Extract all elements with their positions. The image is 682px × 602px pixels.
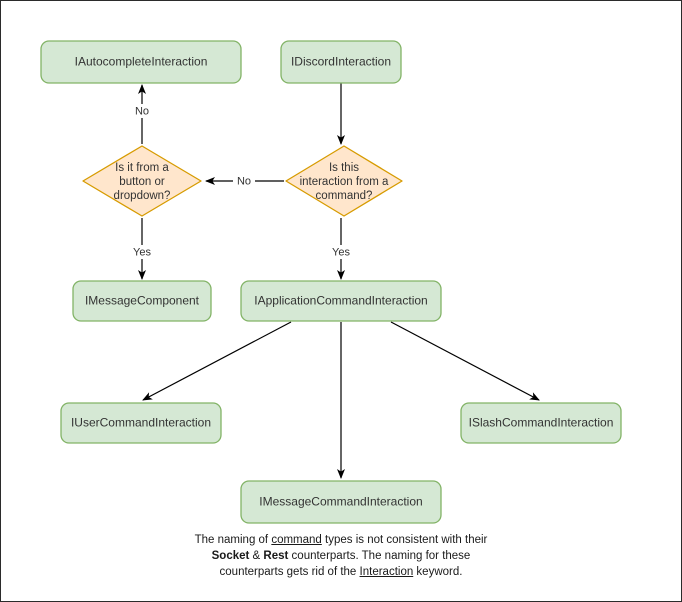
flow-node-slash_command[interactable]: ISlashCommandInteraction bbox=[460, 402, 622, 444]
node-label: ISlashCommandInteraction bbox=[469, 416, 614, 430]
process-box[interactable] bbox=[460, 402, 622, 444]
decision-diamond[interactable] bbox=[82, 145, 202, 217]
process-box[interactable] bbox=[60, 402, 222, 444]
caption-ampersand: & bbox=[249, 550, 264, 562]
flow-node-app_command[interactable]: IApplicationCommandInteraction bbox=[240, 280, 442, 322]
process-box[interactable] bbox=[72, 280, 212, 322]
caption-line1-part2: types is not consistent with their bbox=[321, 534, 488, 546]
caption-line-1: The naming of command types is not consi… bbox=[1, 532, 681, 548]
edge-label: Yes bbox=[332, 246, 350, 258]
caption-bold-rest: Rest bbox=[263, 550, 289, 562]
decision-label-line: button or bbox=[119, 176, 165, 188]
edge-label: No bbox=[135, 105, 149, 117]
node-label: IAutocompleteInteraction bbox=[75, 55, 208, 69]
edge-label-bg bbox=[131, 245, 153, 259]
caption-line-3: counterparts gets rid of the Interaction… bbox=[1, 564, 681, 580]
flow-node-decision_command[interactable]: Is this interaction from a command? bbox=[285, 145, 403, 217]
edge-label-bg bbox=[131, 104, 153, 118]
flow-node-message_component[interactable]: IMessageComponent bbox=[72, 280, 212, 322]
node-label: IDiscordInteraction bbox=[291, 55, 391, 69]
node-label: IMessageComponent bbox=[85, 294, 200, 308]
caption-bold-socket: Socket bbox=[211, 550, 250, 562]
caption-line-2: Socket & Rest counterparts. The naming f… bbox=[1, 548, 681, 564]
decision-label-line: dropdown? bbox=[114, 190, 171, 202]
process-box[interactable] bbox=[280, 40, 402, 84]
caption-line3-part2: keyword. bbox=[413, 566, 463, 578]
node-label: IApplicationCommandInteraction bbox=[254, 294, 427, 308]
edge-line bbox=[142, 321, 292, 401]
caption-underline-command: command bbox=[271, 534, 322, 546]
diagram-caption: The naming of command types is not consi… bbox=[1, 532, 681, 580]
process-box[interactable] bbox=[40, 40, 242, 84]
edge-line bbox=[390, 321, 540, 401]
flow-node-autocomplete[interactable]: IAutocompleteInteraction bbox=[40, 40, 242, 84]
caption-line1-part1: The naming of bbox=[194, 534, 272, 546]
flow-edge: No bbox=[205, 174, 284, 188]
edge-label-bg bbox=[330, 245, 352, 259]
flow-node-decision_button[interactable]: Is it from a button or dropdown? bbox=[82, 145, 202, 217]
node-label: IUserCommandInteraction bbox=[71, 416, 211, 430]
nodes-layer: IAutocompleteInteraction IDiscordInteract… bbox=[40, 40, 622, 524]
decision-label-line: command? bbox=[316, 190, 373, 202]
caption-line3-part1: counterparts gets rid of the bbox=[219, 566, 360, 578]
flow-edge: Yes bbox=[131, 218, 153, 280]
edge-label: Yes bbox=[133, 246, 151, 258]
edge-label-bg bbox=[233, 174, 255, 188]
flow-edge bbox=[390, 321, 540, 401]
caption-line2-rest: counterparts. The naming for these bbox=[288, 550, 471, 562]
decision-diamond[interactable] bbox=[285, 145, 403, 217]
caption-underline-interaction: Interaction bbox=[359, 566, 414, 578]
edge-label: No bbox=[237, 175, 251, 187]
process-box[interactable] bbox=[240, 480, 442, 524]
decision-label-line: interaction from a bbox=[300, 176, 389, 188]
flow-edge: No bbox=[131, 84, 153, 144]
flow-node-discord[interactable]: IDiscordInteraction bbox=[280, 40, 402, 84]
flow-edge bbox=[142, 321, 292, 401]
decision-label-line: Is it from a bbox=[115, 162, 169, 174]
process-box[interactable] bbox=[240, 280, 442, 322]
flow-edge: Yes bbox=[330, 218, 352, 280]
node-label: IMessageCommandInteraction bbox=[259, 495, 422, 509]
decision-label-line: Is this bbox=[329, 162, 359, 174]
flow-node-user_command[interactable]: IUserCommandInteraction bbox=[60, 402, 222, 444]
flow-node-message_command[interactable]: IMessageCommandInteraction bbox=[240, 480, 442, 524]
